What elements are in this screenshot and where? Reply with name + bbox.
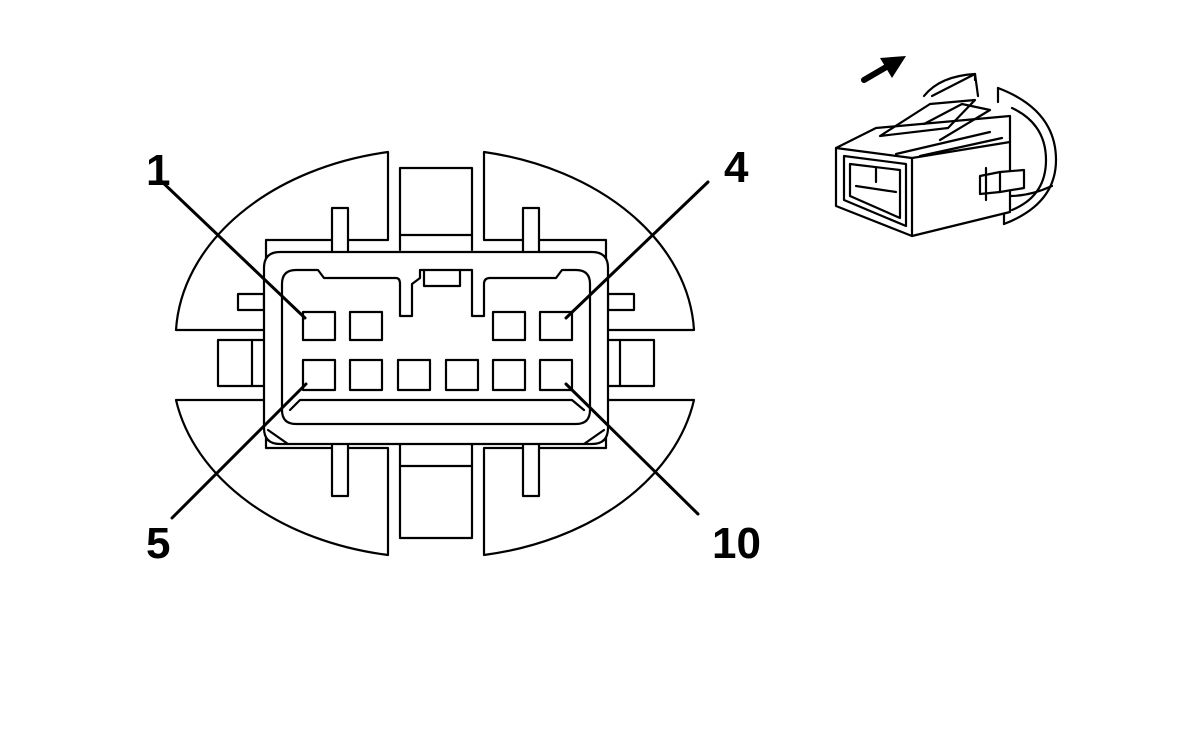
pin-label-1: 1: [146, 146, 170, 195]
pin-label-5: 5: [146, 519, 170, 568]
cavity-pin-3: [491, 310, 527, 342]
connector-face: 1 4 5 10: [146, 143, 761, 568]
leader-pin-10: [564, 382, 700, 516]
cavity-pin-7: [396, 358, 432, 392]
cavity-pin-10: [538, 358, 574, 392]
arrow-icon: [861, 56, 906, 83]
pin-label-10: 10: [712, 519, 761, 568]
side-tabs: [216, 292, 656, 388]
cavity-pin-2: [348, 310, 384, 342]
cavity-pin-6: [348, 358, 384, 392]
pin-label-4: 4: [724, 143, 749, 192]
cavity-pin-9: [491, 358, 527, 392]
pin-labels: 1 4 5 10: [146, 143, 761, 568]
cavity-pin-4: [538, 310, 574, 342]
leader-pin-4: [564, 180, 710, 320]
cavity-pin-1: [301, 310, 337, 342]
leader-pin-1: [156, 176, 307, 320]
leader-lines: [156, 176, 710, 520]
connector-perspective-icon: [834, 56, 1058, 238]
connector-body: [262, 250, 610, 446]
latch-tabs: [398, 166, 474, 540]
terminal-cavities: [301, 310, 574, 392]
cavity-pin-8: [444, 358, 480, 392]
outer-housing: [174, 150, 696, 557]
cavity-pin-5: [301, 358, 337, 392]
leader-pin-5: [170, 382, 308, 520]
